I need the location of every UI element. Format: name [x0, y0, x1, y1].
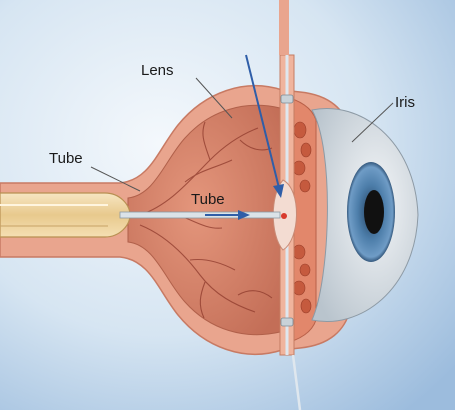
horizontal-arrow [205, 210, 250, 220]
leader-lines [90, 77, 394, 192]
inner-tube [119, 211, 281, 219]
diagonal-arrow [245, 54, 284, 198]
outer-tube [0, 192, 131, 238]
inner-tube-label: Tube [191, 191, 225, 208]
lens-label: Lens [141, 62, 174, 79]
iris-label: Iris [395, 94, 415, 111]
triangle-arrow-icon [273, 184, 284, 198]
pupil [364, 190, 384, 234]
ciliary-cells [292, 121, 312, 314]
outer-tube-label: Tube [49, 150, 83, 167]
target-point [281, 213, 287, 219]
triangle-arrow-icon [238, 210, 250, 220]
